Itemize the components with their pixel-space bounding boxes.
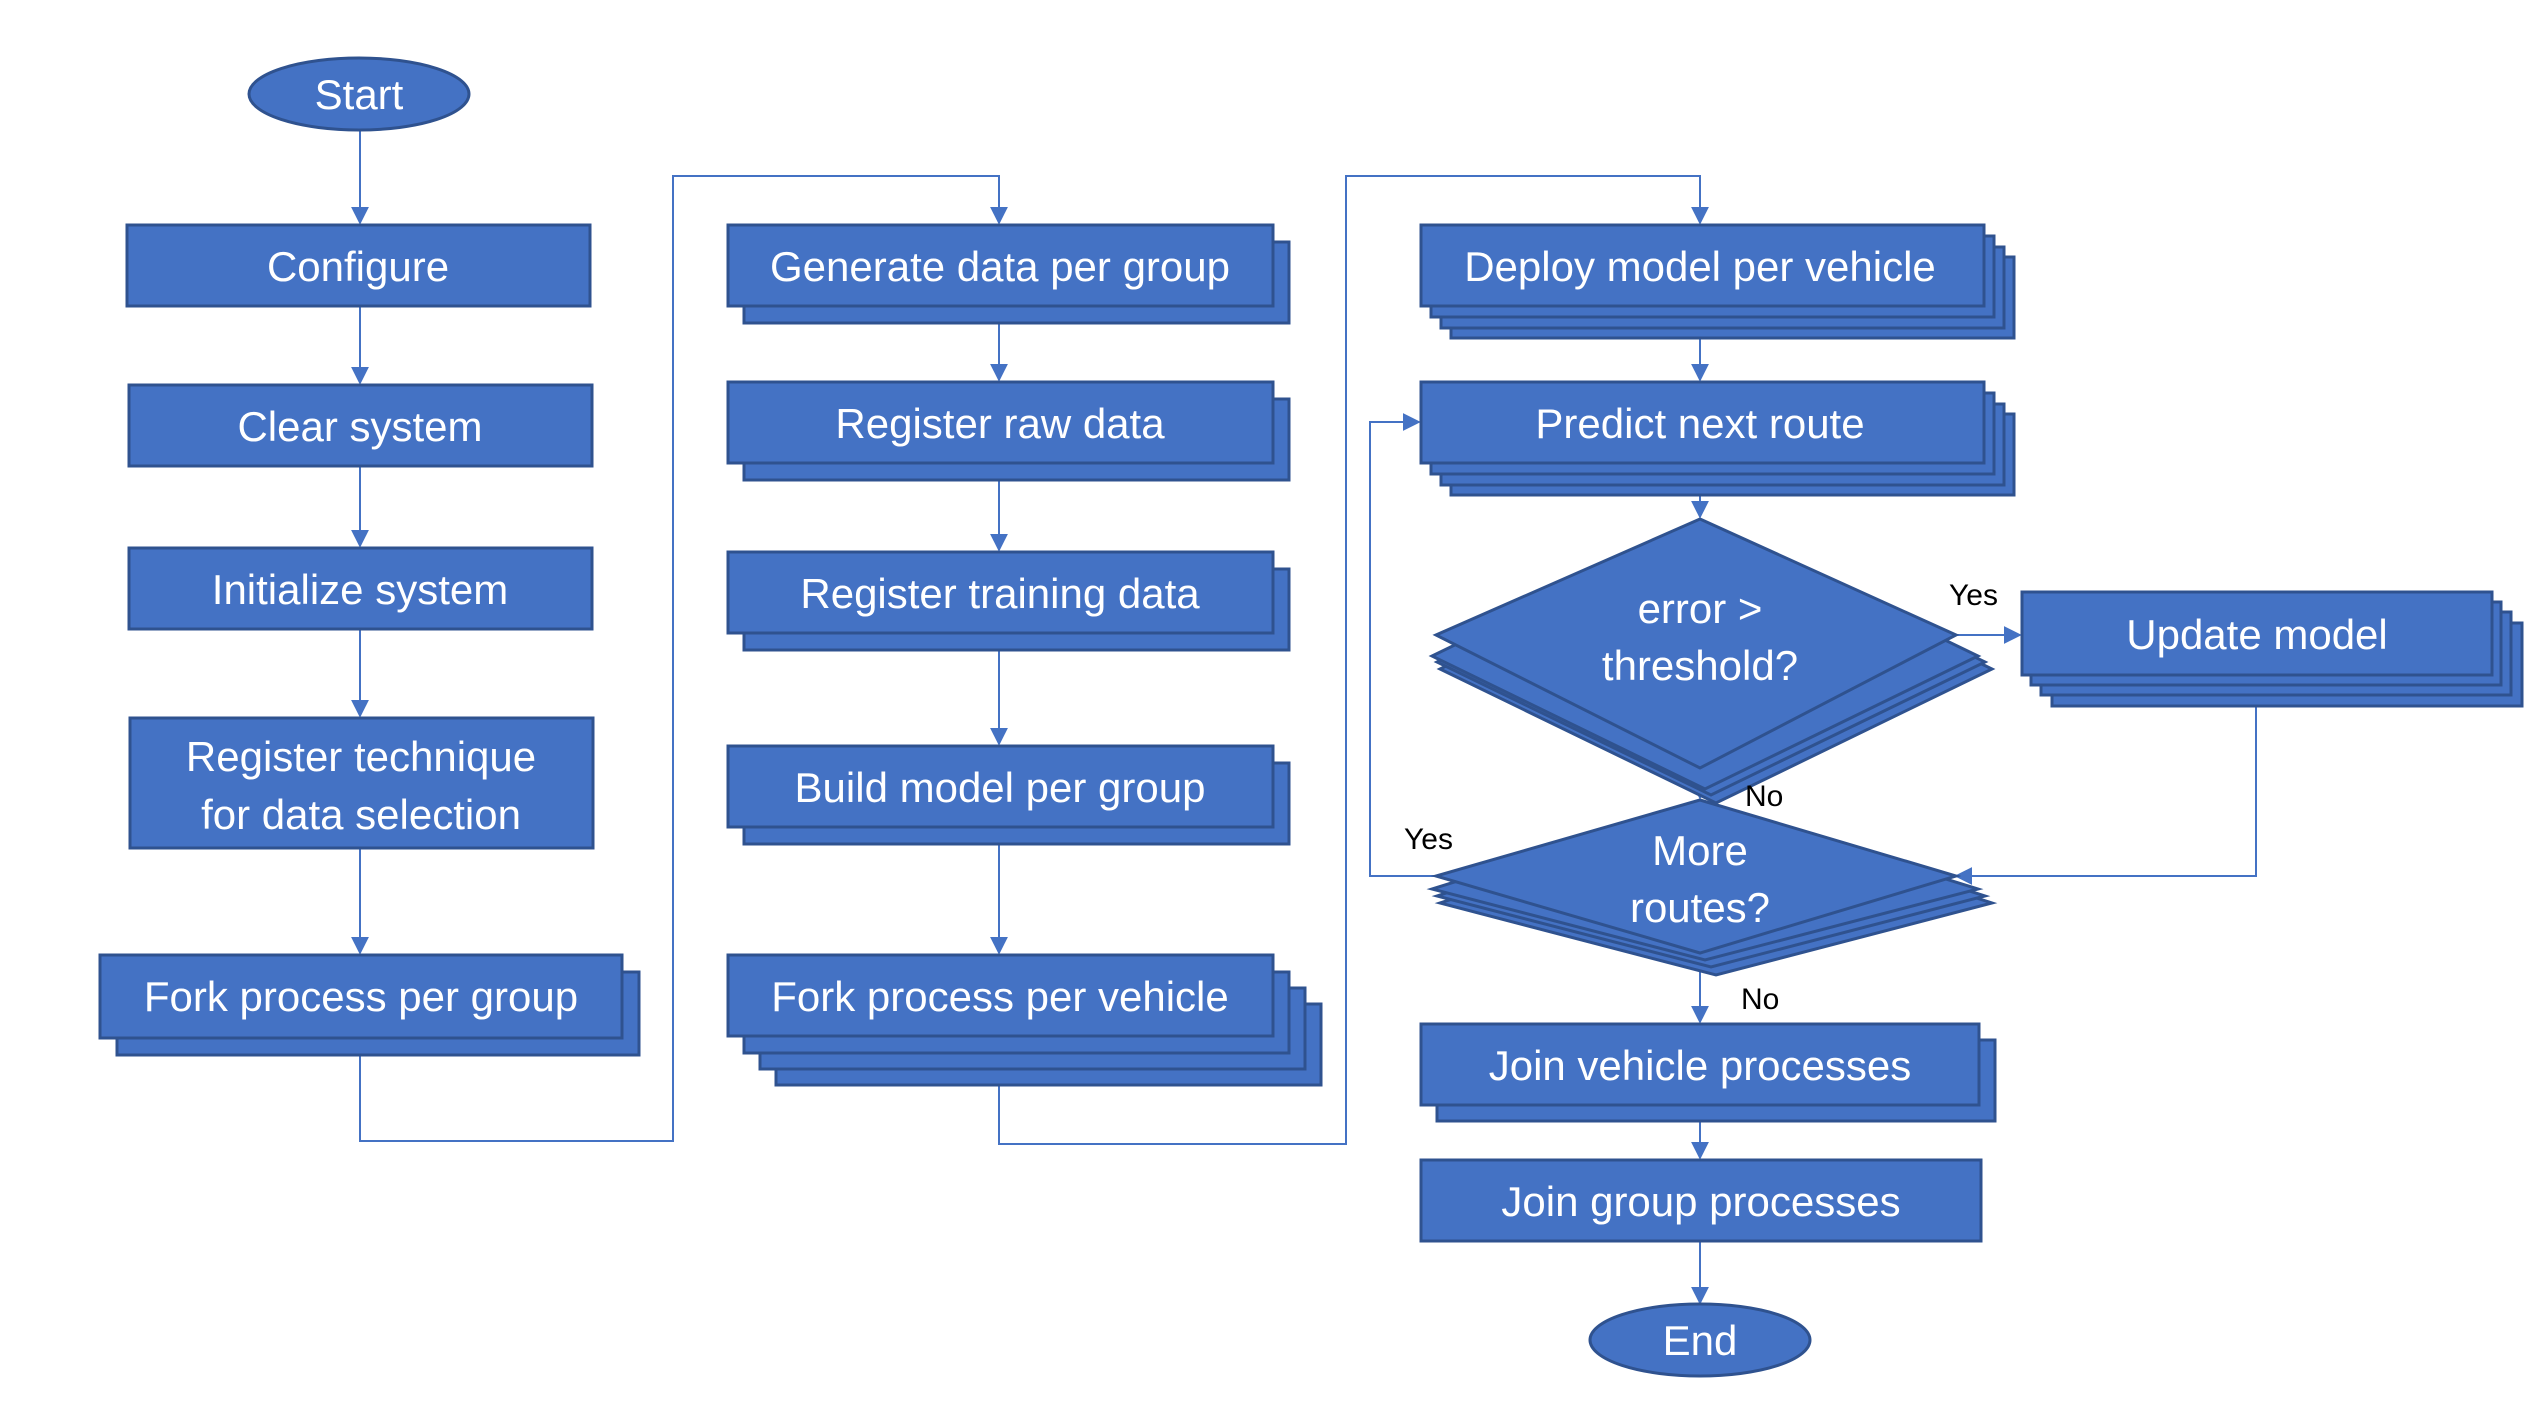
clear-system-node: Clear system [127, 383, 594, 468]
update-model-label: Update model [2126, 611, 2388, 658]
predict-route-node: Predict next route [1419, 380, 2016, 497]
generate-data-node: Generate data per group [726, 223, 1291, 325]
arrow-update-more [1954, 706, 2257, 885]
end-label: End [1663, 1317, 1738, 1364]
error-decision-node: error > threshold? [1428, 517, 1996, 805]
arrow-fork-generate [359, 175, 1008, 1142]
more-routes-decision-node: More routes? [1426, 798, 1998, 977]
error-decision-label-line1: error > [1638, 585, 1763, 632]
join-group-label: Join group processes [1501, 1178, 1900, 1225]
error-yes-label: Yes [1949, 579, 1998, 612]
register-technique-node: Register technique for data selection [128, 716, 595, 850]
join-group-node: Join group processes [1419, 1158, 1983, 1243]
deploy-model-label: Deploy model per vehicle [1464, 243, 1936, 290]
start-node: Start [247, 56, 471, 132]
configure-label: Configure [267, 243, 449, 290]
register-technique-label-line1: Register technique [186, 733, 536, 780]
more-routes-label-line2: routes? [1630, 884, 1770, 931]
fork-vehicle-label: Fork process per vehicle [771, 973, 1229, 1020]
more-routes-label-line1: More [1652, 827, 1748, 874]
error-no-label: No [1745, 780, 1783, 813]
fork-group-node: Fork process per group [98, 953, 641, 1057]
initialize-system-label: Initialize system [212, 566, 508, 613]
register-raw-node: Register raw data [726, 380, 1291, 482]
join-vehicle-label: Join vehicle processes [1489, 1042, 1912, 1089]
fork-group-label: Fork process per group [144, 973, 578, 1020]
generate-data-label: Generate data per group [770, 243, 1230, 290]
more-no-label: No [1741, 983, 1779, 1016]
start-label: Start [315, 71, 404, 118]
initialize-system-node: Initialize system [127, 546, 594, 631]
predict-route-label: Predict next route [1535, 400, 1864, 447]
arrow-more-predict [1369, 413, 1436, 877]
build-model-node: Build model per group [726, 744, 1291, 846]
configure-node: Configure [125, 223, 592, 308]
join-vehicle-node: Join vehicle processes [1419, 1022, 1997, 1123]
build-model-label: Build model per group [795, 764, 1206, 811]
register-technique-label-line2: for data selection [201, 791, 521, 838]
fork-vehicle-node: Fork process per vehicle [726, 953, 1323, 1087]
more-yes-label: Yes [1404, 823, 1453, 856]
end-node: End [1588, 1302, 1812, 1378]
register-training-label: Register training data [800, 570, 1200, 617]
update-model-node: Update model [2020, 590, 2524, 708]
register-training-node: Register training data [726, 550, 1291, 652]
arrow-fork-deploy [998, 175, 1709, 1145]
register-raw-label: Register raw data [835, 400, 1165, 447]
error-decision-label-line2: threshold? [1602, 642, 1798, 689]
deploy-model-node: Deploy model per vehicle [1419, 223, 2016, 340]
clear-system-label: Clear system [237, 403, 482, 450]
